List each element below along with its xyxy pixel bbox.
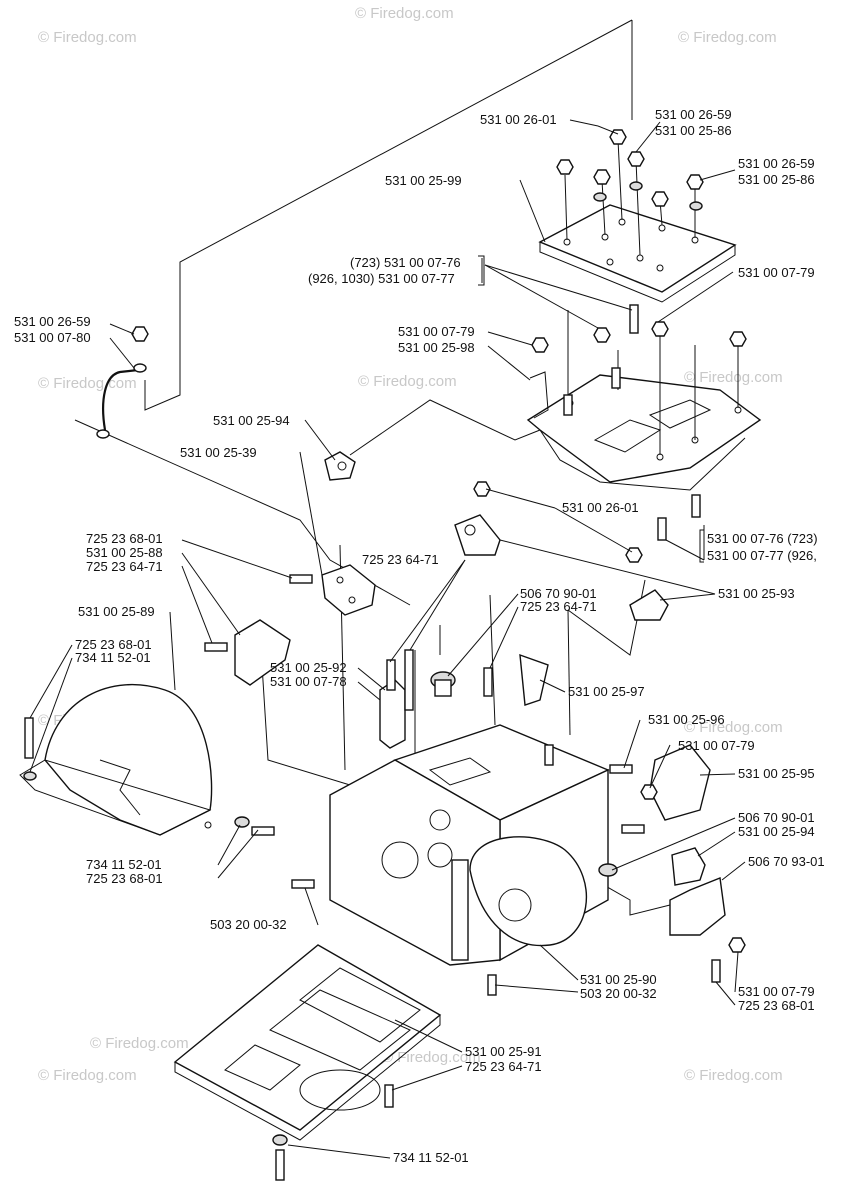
- part-label: 531 00 26-59: [738, 156, 815, 171]
- watermark: © Firedog.com: [90, 1035, 189, 1052]
- part-label: 531 00 25-96: [648, 712, 725, 727]
- engine-block: [329, 671, 618, 966]
- part-label: 725 23 68-01: [738, 998, 815, 1013]
- fuel-line: [96, 326, 149, 439]
- part-label: 531 00 26-59: [655, 107, 732, 122]
- part-label: 531 00 07-76 (723): [707, 531, 818, 546]
- part-label: 531 00 25-90: [580, 972, 657, 987]
- watermark: © Firedog.com: [38, 29, 137, 46]
- part-label: 531 00 26-01: [562, 500, 639, 515]
- part-label: 531 00 25-97: [568, 684, 645, 699]
- part-label: 531 00 25-94: [213, 413, 290, 428]
- part-label: 725 23 68-01: [86, 871, 163, 886]
- watermark: © Firedog.com: [684, 1067, 783, 1084]
- part-label: 503 20 00-32: [210, 917, 287, 932]
- watermark: © Firedog.com: [382, 1049, 481, 1066]
- part-label: 531 00 07-79: [398, 324, 475, 339]
- part-label: 506 70 93-01: [748, 854, 825, 869]
- part-label: 531 00 25-92: [270, 660, 347, 675]
- part-label: 725 23 64-71: [362, 552, 439, 567]
- watermark: © Firedog.com: [38, 1067, 137, 1084]
- part-label: 531 00 25-89: [78, 604, 155, 619]
- part-label: 531 00 25-86: [655, 123, 732, 138]
- part-label: 725 23 64-71: [465, 1059, 542, 1074]
- part-label: 531 00 07-79: [738, 984, 815, 999]
- engine-frame: [526, 304, 762, 541]
- part-label: 531 00 25-86: [738, 172, 815, 187]
- part-label: 531 00 26-59: [14, 314, 91, 329]
- part-label: 531 00 26-01: [480, 112, 557, 127]
- part-label: 734 11 52-01: [393, 1150, 469, 1165]
- watermark: © Firedog.com: [678, 29, 777, 46]
- part-label: 734 11 52-01: [75, 650, 151, 665]
- top-fasteners: [556, 129, 704, 211]
- part-label: 506 70 90-01: [520, 586, 597, 601]
- mount-brackets: [204, 451, 669, 749]
- part-label: 503 20 00-32: [580, 986, 657, 1001]
- part-label: 531 00 07-77 (926,: [707, 548, 817, 563]
- part-label: 531 00 25-88: [86, 545, 163, 560]
- part-label: 531 00 07-80: [14, 330, 91, 345]
- leader-lines: [29, 119, 746, 1159]
- part-label: 725 23 68-01: [75, 637, 152, 652]
- part-label: 531 00 07-79: [738, 265, 815, 280]
- watermark: © Firedog.com: [358, 373, 457, 390]
- part-label: 531 00 25-39: [180, 445, 257, 460]
- watermark: © Firedog.com: [355, 5, 454, 22]
- part-label: 531 00 07-78: [270, 674, 347, 689]
- part-number-labels: 531 00 26-01 531 00 26-59 531 00 25-86 5…: [14, 107, 825, 1165]
- part-label: 531 00 25-93: [718, 586, 795, 601]
- part-label: (926, 1030) 531 00 07-77: [308, 271, 455, 286]
- blower-cover: [19, 683, 275, 836]
- watermark: © Firedog.com: [38, 375, 137, 392]
- part-label: 531 00 07-79: [678, 738, 755, 753]
- label-brackets: [478, 255, 704, 563]
- part-label: 531 00 25-91: [465, 1044, 542, 1059]
- watermark: © Firedog.com: [684, 719, 783, 736]
- watermark: © Firedog.com: [684, 369, 783, 386]
- part-label: 531 00 25-94: [738, 824, 815, 839]
- part-label: 725 23 64-71: [520, 599, 597, 614]
- part-label: 531 00 25-98: [398, 340, 475, 355]
- part-label: 506 70 90-01: [738, 810, 815, 825]
- part-label: 531 00 25-95: [738, 766, 815, 781]
- right-side-parts: [609, 744, 746, 983]
- bottom-left-fasteners: [291, 879, 315, 889]
- part-label: 725 23 64-71: [86, 559, 163, 574]
- part-label: 725 23 68-01: [86, 531, 163, 546]
- top-mounting-plate: [538, 139, 737, 303]
- part-label: (723) 531 00 07-76: [350, 255, 461, 270]
- part-label: 531 00 25-99: [385, 173, 462, 188]
- part-label: 734 11 52-01: [86, 857, 162, 872]
- bottom-plate: [173, 944, 497, 1181]
